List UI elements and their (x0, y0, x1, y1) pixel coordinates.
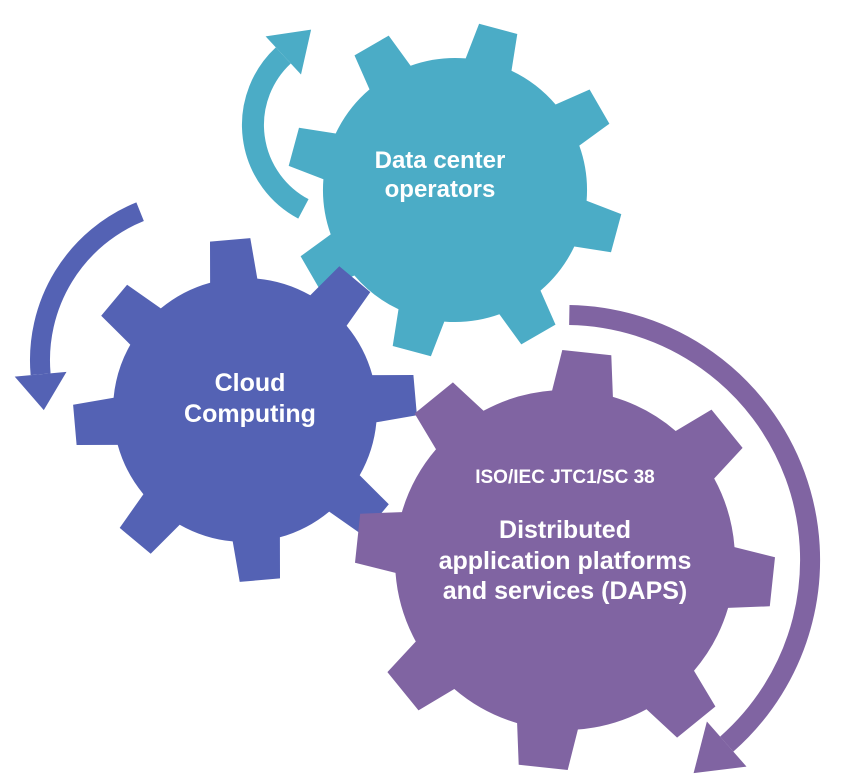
daps-cycle-arrow-head (693, 721, 747, 774)
gears (73, 23, 775, 770)
data-center-gear (288, 23, 622, 357)
cycle-arrows (14, 29, 821, 774)
cloud-computing-label: Cloud Computing (184, 369, 316, 428)
data-center-cycle-arrow-shaft (241, 47, 309, 219)
cloud-cycle-arrow-shaft (30, 202, 144, 376)
iso-committee-label: ISO/IEC JTC1/SC 38 (475, 467, 655, 488)
cloud-cycle-arrow (14, 202, 144, 411)
data-center-cycle-arrow-head (265, 29, 312, 75)
daps-gear (355, 350, 775, 770)
data-center-operators-label: Data center operators (374, 147, 506, 204)
daps-label: Distributed application platforms and se… (438, 516, 692, 605)
daps-cycle-arrow-shaft (569, 305, 821, 752)
cloud-computing-gear (73, 238, 417, 582)
cloud-cycle-arrow-head (14, 371, 67, 411)
data-center-cycle-arrow (241, 29, 312, 219)
daps-cycle-arrow (569, 305, 821, 774)
